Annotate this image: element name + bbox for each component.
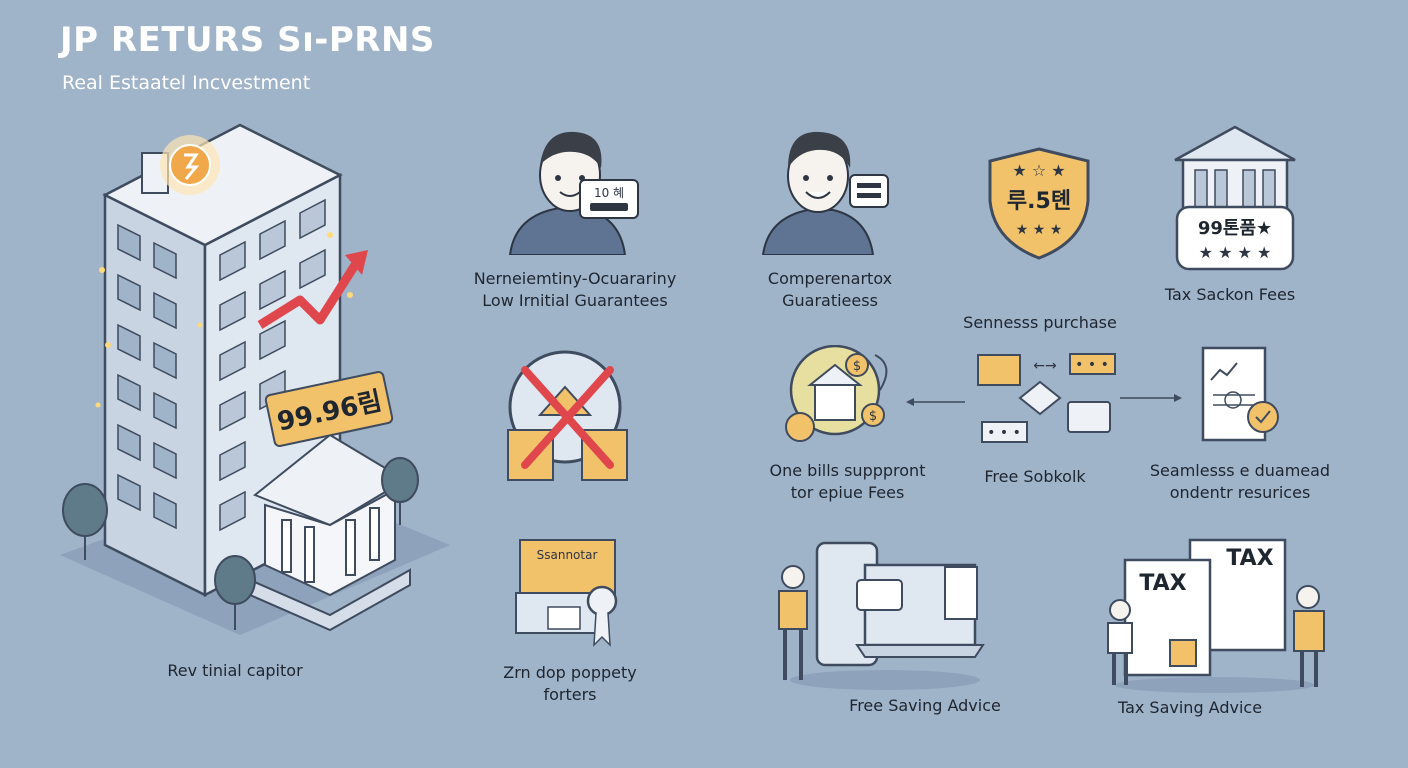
certificate-illustration: Ssannotar (515, 539, 618, 647)
svg-text:★ ☆ ★: ★ ☆ ★ (1012, 161, 1065, 180)
calculator-icon (944, 566, 978, 620)
caption-seamless: Seamlesss e duamead ondentr resurices (1140, 460, 1340, 504)
caption-free-saving: Free Saving Advice (849, 696, 1001, 715)
caption-zero-drop: Zrn dop poppety forters (470, 662, 670, 706)
svg-text:★ ★ ★ ★: ★ ★ ★ ★ (1199, 243, 1272, 262)
coin-dollar-icon (785, 412, 815, 442)
house-coins-illustration: $ $ (785, 345, 888, 442)
person-one-hair (540, 131, 602, 168)
person-right-body (1293, 610, 1325, 652)
arrow-left-icon (906, 398, 914, 406)
svg-text:←→: ←→ (1033, 358, 1057, 374)
bank-columns (281, 507, 380, 583)
building-illustration (60, 123, 450, 635)
caption-building: Rev tinial capitor (167, 661, 303, 680)
caption-tax-saving: Tax Saving Advice (1117, 698, 1263, 717)
chat-bubble (856, 579, 903, 611)
gallery-illustration: 99톤품★ ★ ★ ★ ★ (1174, 125, 1296, 271)
svg-text:• • •: • • • (987, 425, 1021, 441)
shield-text: 루.5톈 (1007, 189, 1071, 214)
person-one-illustration: 10 혜 (508, 131, 639, 255)
check-badge-icon (1247, 401, 1279, 433)
caption-support-line-2: tor epiue Fees (790, 483, 905, 502)
dots-box-top (1069, 353, 1116, 375)
tax-saving-illustration: TAX TAX (1107, 538, 1325, 693)
svg-text:• • •: • • • (1075, 357, 1109, 373)
caption-person-one: Nerneiemtiny-Ocuarariny Low Irnitial Gua… (470, 268, 680, 312)
caption-person-one-line-2: Low Irnitial Guarantees (482, 291, 668, 310)
shield-icon: ★ ☆ ★ 루.5톈 ★ ★ ★ (988, 147, 1090, 260)
rating-card (1175, 205, 1295, 271)
caption-free-sobkolk: Free Sobkolk (984, 467, 1086, 486)
laptop-icon (1067, 401, 1111, 433)
bank-body (264, 488, 396, 597)
free-saving-illustration (778, 541, 985, 690)
caption-person-one-line-1: Nerneiemtiny-Ocuarariny (473, 269, 677, 288)
page-title: JP RETURS Sı-PRNS (60, 20, 435, 60)
tree-left (62, 483, 108, 560)
growth-arrowhead (345, 250, 368, 275)
tax-label-front: TAX (1139, 571, 1186, 596)
svg-text:$: $ (853, 359, 861, 374)
caption-person-two: Comperenartox Guaratieess (740, 268, 920, 312)
caption-support: One bills supppront tor epiue Fees (760, 460, 935, 504)
caption-gallery: Tax Sackon Fees (1164, 285, 1296, 304)
person-left-head (1109, 599, 1131, 621)
certificate-card (519, 539, 616, 596)
caption-person-two-line-2: Guaratieess (782, 291, 878, 310)
tax-calculator-icon (1169, 639, 1197, 667)
svg-text:$: $ (869, 409, 877, 424)
tree-right (381, 457, 419, 525)
caption-seamless-line-2: ondentr resurices (1169, 483, 1311, 502)
coin-symbol (184, 153, 200, 180)
person-right-head (1296, 585, 1320, 609)
person-two-shirt (761, 209, 875, 255)
front-windows (219, 198, 326, 532)
advisor-body (778, 590, 808, 630)
person-one-card-text: 10 혜 (594, 186, 624, 200)
flow-diagram: • • • ←→ • • • (906, 353, 1182, 443)
certificate-label: Ssannotar (537, 548, 598, 562)
seal-icon (586, 585, 618, 617)
caption-zero-drop-line-1: Zrn dop poppety (503, 663, 637, 682)
document-illustration (1201, 346, 1279, 442)
caption-person-two-line-1: Comperenartox (767, 269, 893, 288)
caption-seamless-line-1: Seamlesss e duamead (1149, 461, 1331, 480)
register-box (977, 354, 1021, 386)
person-two-bubble (849, 174, 889, 208)
caption-purchase: Sennesss purchase (963, 313, 1117, 332)
no-property-cross-2 (521, 366, 614, 469)
person-two-hair (788, 131, 851, 168)
person-left-body (1107, 622, 1133, 654)
growth-arrow (257, 262, 359, 329)
tax-label-back: TAX (1226, 546, 1273, 571)
diamond-node (1018, 380, 1062, 416)
coin-dollar-icon (845, 353, 869, 377)
arrow-right-icon (1174, 394, 1182, 402)
caption-support-line-1: One bills supppront (769, 461, 926, 480)
gallery-roof (1174, 125, 1296, 162)
no-property-illustration (507, 350, 628, 481)
advisor-head (781, 565, 805, 589)
sparkles (95, 232, 353, 408)
coin-dollar-icon (861, 403, 885, 427)
dots-box-bottom (981, 421, 1028, 443)
tree-bottom (214, 555, 256, 630)
person-two-illustration (761, 131, 889, 255)
svg-text:★ ★ ★: ★ ★ ★ (1016, 222, 1063, 238)
caption-zero-drop-line-2: forters (543, 685, 597, 704)
left-windows (117, 223, 177, 530)
page-subtitle: Real Estaatel Incvestment (62, 72, 311, 94)
rating-card-text: 99톤품★ (1198, 218, 1272, 239)
